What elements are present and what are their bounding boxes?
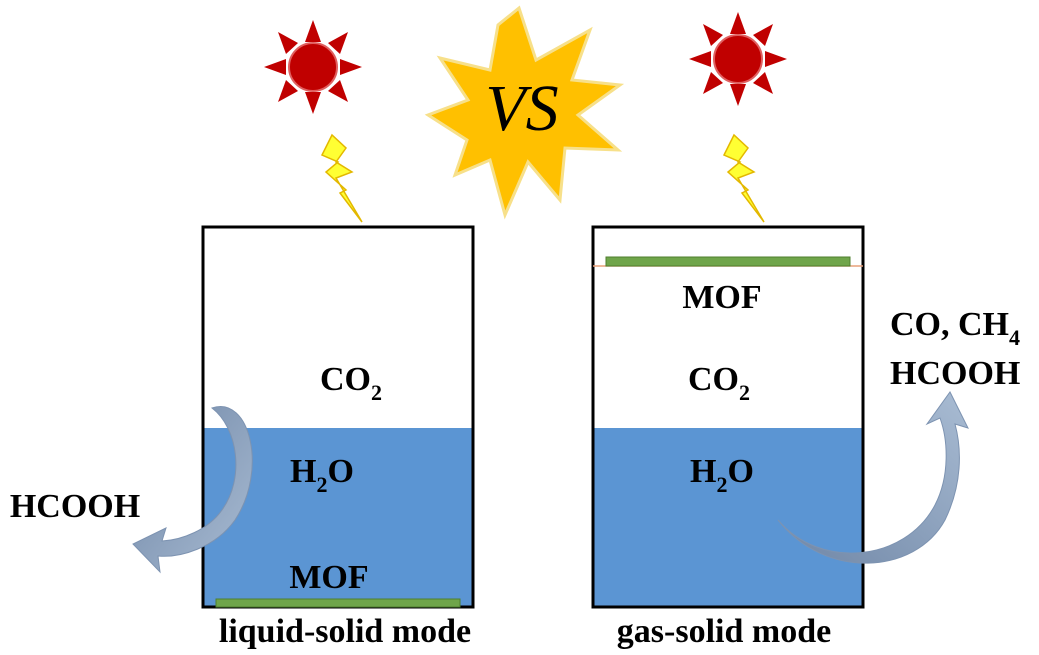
h2o-label: H2O xyxy=(290,453,354,497)
liquid-solid-container: CO2 H2O MOF xyxy=(201,225,475,609)
mof-label: MOF xyxy=(682,279,761,316)
mof-film xyxy=(215,598,461,608)
container-outline xyxy=(591,225,865,609)
burst-shape xyxy=(424,5,625,220)
h2o-label: H2O xyxy=(690,453,754,497)
caption-gas-solid: gas-solid mode xyxy=(617,613,831,650)
vs-text: VS xyxy=(485,72,558,145)
mof-film xyxy=(605,256,851,267)
product-arrow xyxy=(777,391,969,564)
water-layer xyxy=(593,428,863,607)
sun-icon xyxy=(264,20,362,114)
gas-solid-container: MOF CO2 H2O xyxy=(591,225,865,609)
product-label-hcooh: HCOOH xyxy=(890,355,1020,392)
vs-burst: VS xyxy=(424,5,625,220)
lightning-icon xyxy=(722,133,765,223)
caption-liquid-solid: liquid-solid mode xyxy=(219,613,471,650)
co2-label: CO2 xyxy=(320,361,382,405)
mof-label: MOF xyxy=(289,559,368,596)
co2-label: CO2 xyxy=(688,361,750,405)
sun-icon xyxy=(689,12,787,106)
product-label-co-ch4: CO, CH4 xyxy=(890,306,1020,350)
product-label-hcooh: HCOOH xyxy=(10,488,140,525)
product-arrow xyxy=(132,406,253,574)
lightning-icon xyxy=(320,133,363,223)
